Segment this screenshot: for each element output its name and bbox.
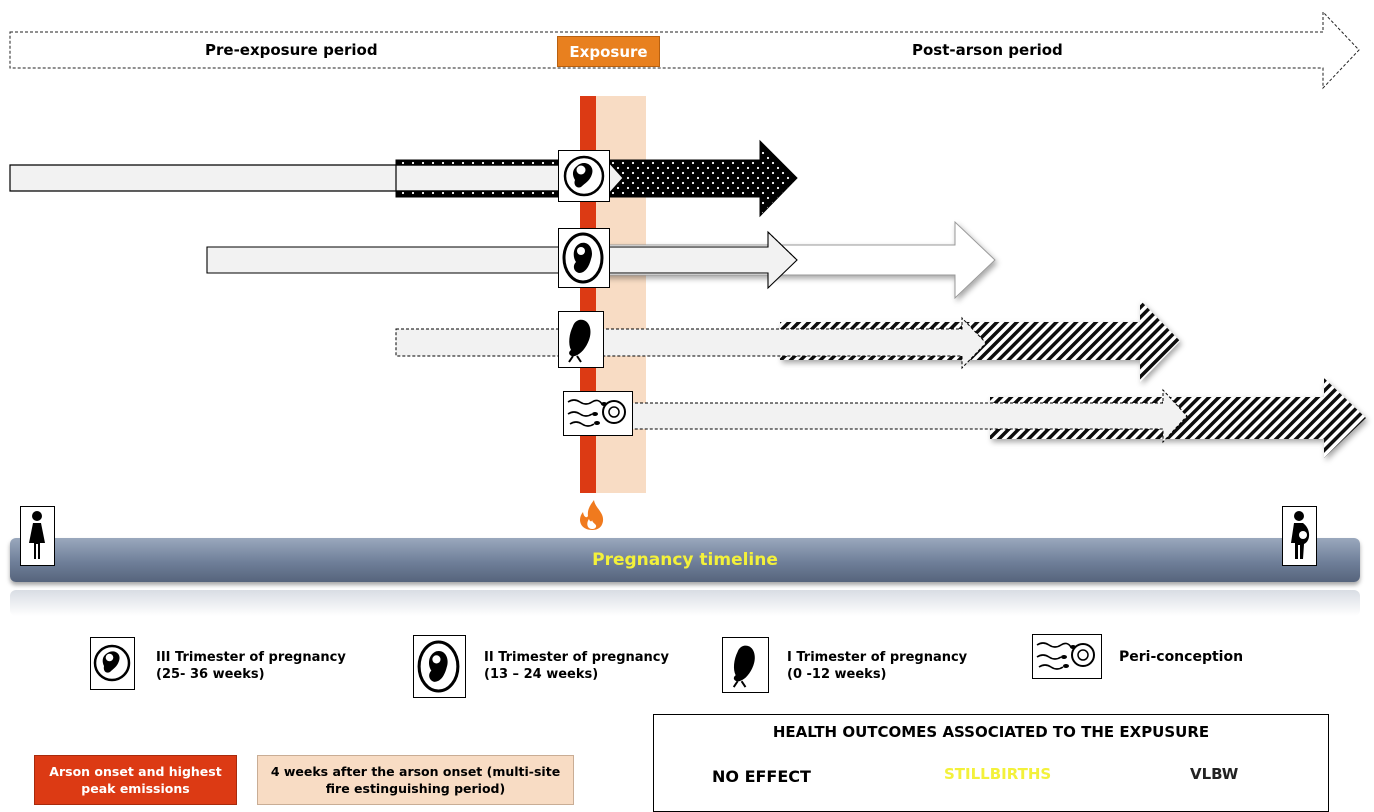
legend-third-trimester-weeks: (25- 36 weeks) [156, 667, 265, 682]
pregnancy-timeline-bar: Pregnancy timeline [10, 538, 1360, 582]
health-outcomes-title: HEALTH OUTCOMES ASSOCIATED TO THE EXPUSU… [772, 723, 1210, 741]
woman-icon [20, 506, 55, 566]
legend-fire-period-line2: fire estinguishing period) [325, 781, 506, 796]
legend-second-trimester-weeks: (13 – 24 weeks) [484, 667, 599, 682]
pre-exposure-label: Pre-exposure period [205, 41, 378, 59]
legend-arson-onset-box: Arson onset and highest peak emissions [34, 755, 237, 805]
stillbirths-label: STILLBIRTHS [944, 765, 1052, 783]
legend-first-trimester-icon [722, 637, 769, 693]
timeline-reflection [10, 590, 1360, 616]
legend-third-trimester-title: III Trimester of pregnancy [156, 650, 346, 665]
pregnancy-timeline-label: Pregnancy timeline [592, 550, 778, 570]
legend-fire-period-box: 4 weeks after the arson onset (multi-sit… [257, 755, 574, 805]
fire-icon [580, 500, 604, 530]
fetus-first-trimester-icon [558, 311, 604, 368]
fetus-second-trimester-icon [558, 228, 610, 288]
fetus-third-trimester-icon [558, 150, 610, 202]
pregnant-woman-icon [1282, 506, 1317, 566]
legend-first-trimester-weeks: (0 -12 weeks) [787, 667, 887, 682]
vlbw-label: VLBW [1190, 765, 1239, 783]
no-effect-label: NO EFFECT [712, 767, 811, 786]
row2-exposure-arrow [206, 230, 798, 290]
legend-peri-conception-icon [1032, 634, 1102, 679]
top-timeline-arrow [9, 10, 1360, 90]
legend-second-trimester-title: II Trimester of pregnancy [484, 650, 669, 665]
legend-second-trimester-icon [413, 635, 466, 698]
legend-arson-onset-line1: Arson onset and highest [49, 764, 222, 779]
health-outcomes-panel [653, 714, 1329, 812]
legend-third-trimester-icon [90, 637, 135, 690]
legend-peri-conception-title: Peri-conception [1119, 649, 1244, 665]
legend-first-trimester-title: I Trimester of pregnancy [787, 650, 968, 665]
peri-conception-icon [563, 391, 633, 436]
legend-fire-period-line1: 4 weeks after the arson onset (multi-sit… [270, 764, 561, 779]
row4-exposure-arrow [619, 388, 1188, 444]
exposure-label: Exposure [557, 36, 660, 67]
row3-exposure-arrow [395, 316, 987, 370]
legend-arson-onset-line2: peak emissions [81, 781, 190, 796]
post-arson-label: Post-arson period [912, 41, 1063, 59]
